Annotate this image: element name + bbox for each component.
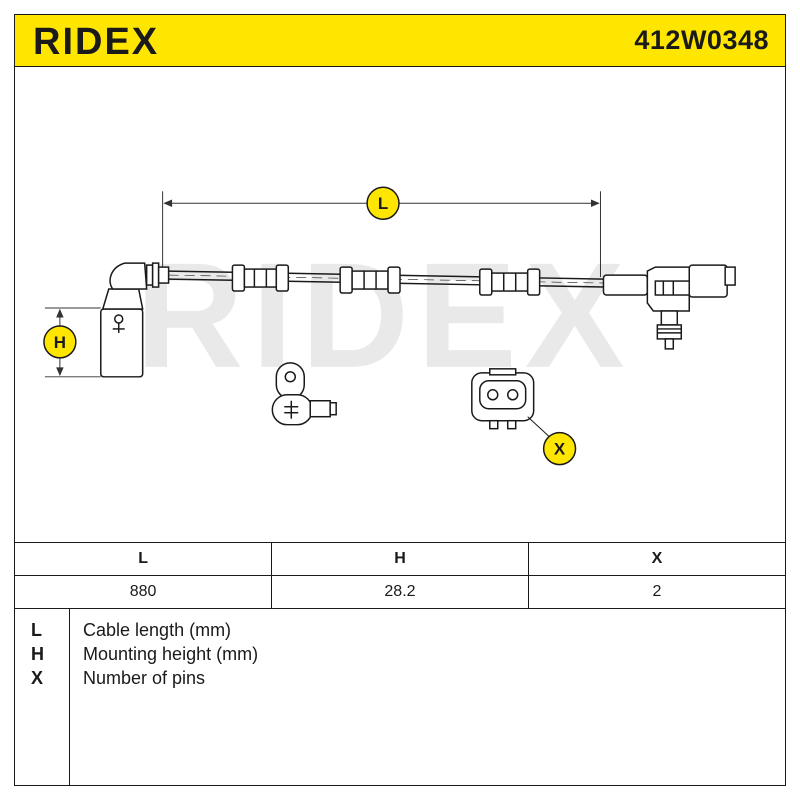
sensor-head [100,262,170,378]
legend-code: H [31,644,44,664]
cable-clip-1 [231,264,290,292]
connector-end [602,264,736,350]
legend-code: L [31,620,42,640]
legend-code: X [31,668,44,688]
cable-clip-2 [339,266,401,294]
table-header-cell: L [15,542,273,576]
marker-x: X [542,431,577,466]
table-header-cell: H [271,542,529,576]
table-cell: 28.2 [271,575,529,609]
ridex-logo: RIDEX [33,21,159,61]
svg-text:RIDEX: RIDEX [33,21,159,61]
legend-description: Mounting height (mm) [83,644,259,664]
watermark-logo: RIDEX [135,232,632,399]
technical-drawing: RIDEX L H [43,186,736,466]
marker-l: L [366,186,400,220]
svg-text:X: X [554,440,566,459]
table-header-cell: X [527,542,785,576]
legend-description: Cable length (mm) [83,620,232,640]
table-row: 880 28.2 2 [15,575,785,609]
marker-h: H [43,325,77,359]
legend-description: Number of pins [83,668,206,688]
svg-text:H: H [54,333,66,352]
legend: L Cable length (mm) H Mounting height (m… [15,608,785,785]
sensor-side-view [271,362,337,426]
legend-divider [69,608,70,785]
product-sheet: RIDEX 412W0348 RIDEX L H [14,14,786,786]
table-cell: 2 [527,575,785,609]
header-bar: RIDEX 412W0348 [15,15,785,67]
cable-clip-3 [479,268,541,296]
part-number: 412W0348 [634,25,769,55]
connector-face-view [471,368,535,430]
svg-text:L: L [378,194,388,213]
table-cell: 880 [15,575,273,609]
dimensions-table: L H X 880 28.2 2 [15,542,785,609]
table-header-row: L H X [15,542,785,576]
